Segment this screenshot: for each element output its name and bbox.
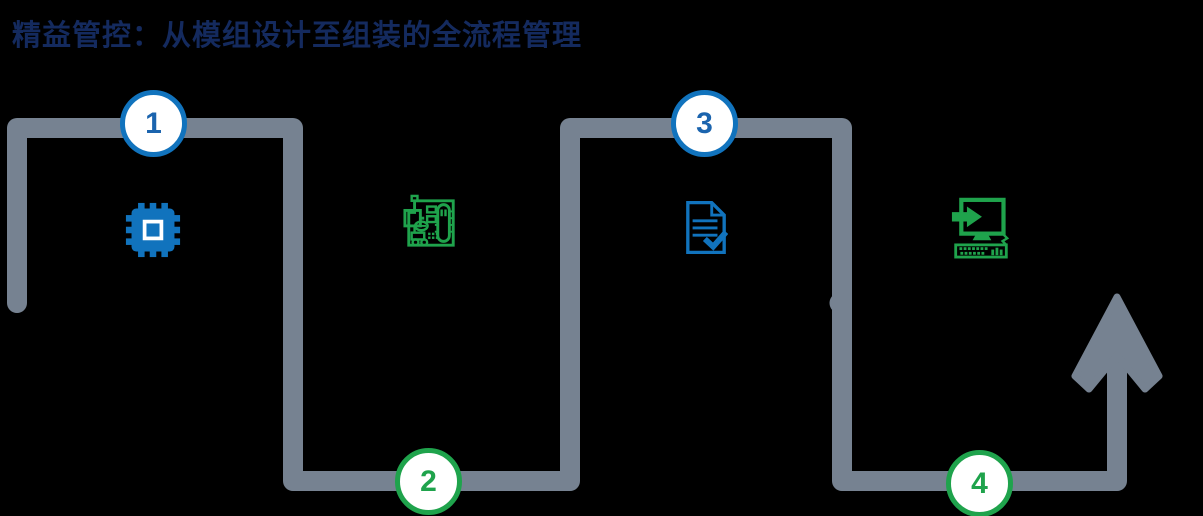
arrow-up-icon	[1071, 293, 1163, 393]
document-check-icon	[684, 199, 728, 256]
page-title: 精益管控：从模组设计至组装的全流程管理	[12, 20, 583, 52]
computer-input-icon	[951, 197, 1011, 259]
step-1-circle: 1	[120, 90, 187, 157]
chip-icon	[125, 202, 181, 258]
step-4-number: 4	[971, 466, 988, 500]
step-1-number: 1	[145, 106, 162, 140]
step-2-number: 2	[420, 464, 437, 498]
flow-path-node	[829, 292, 851, 314]
step-3-number: 3	[696, 106, 713, 140]
step-3-circle: 3	[671, 90, 738, 157]
step-2-circle: 2	[395, 448, 462, 515]
step-4-circle: 4	[946, 450, 1013, 516]
circuit-board-icon	[402, 193, 460, 253]
flow-path-line	[7, 118, 1127, 491]
